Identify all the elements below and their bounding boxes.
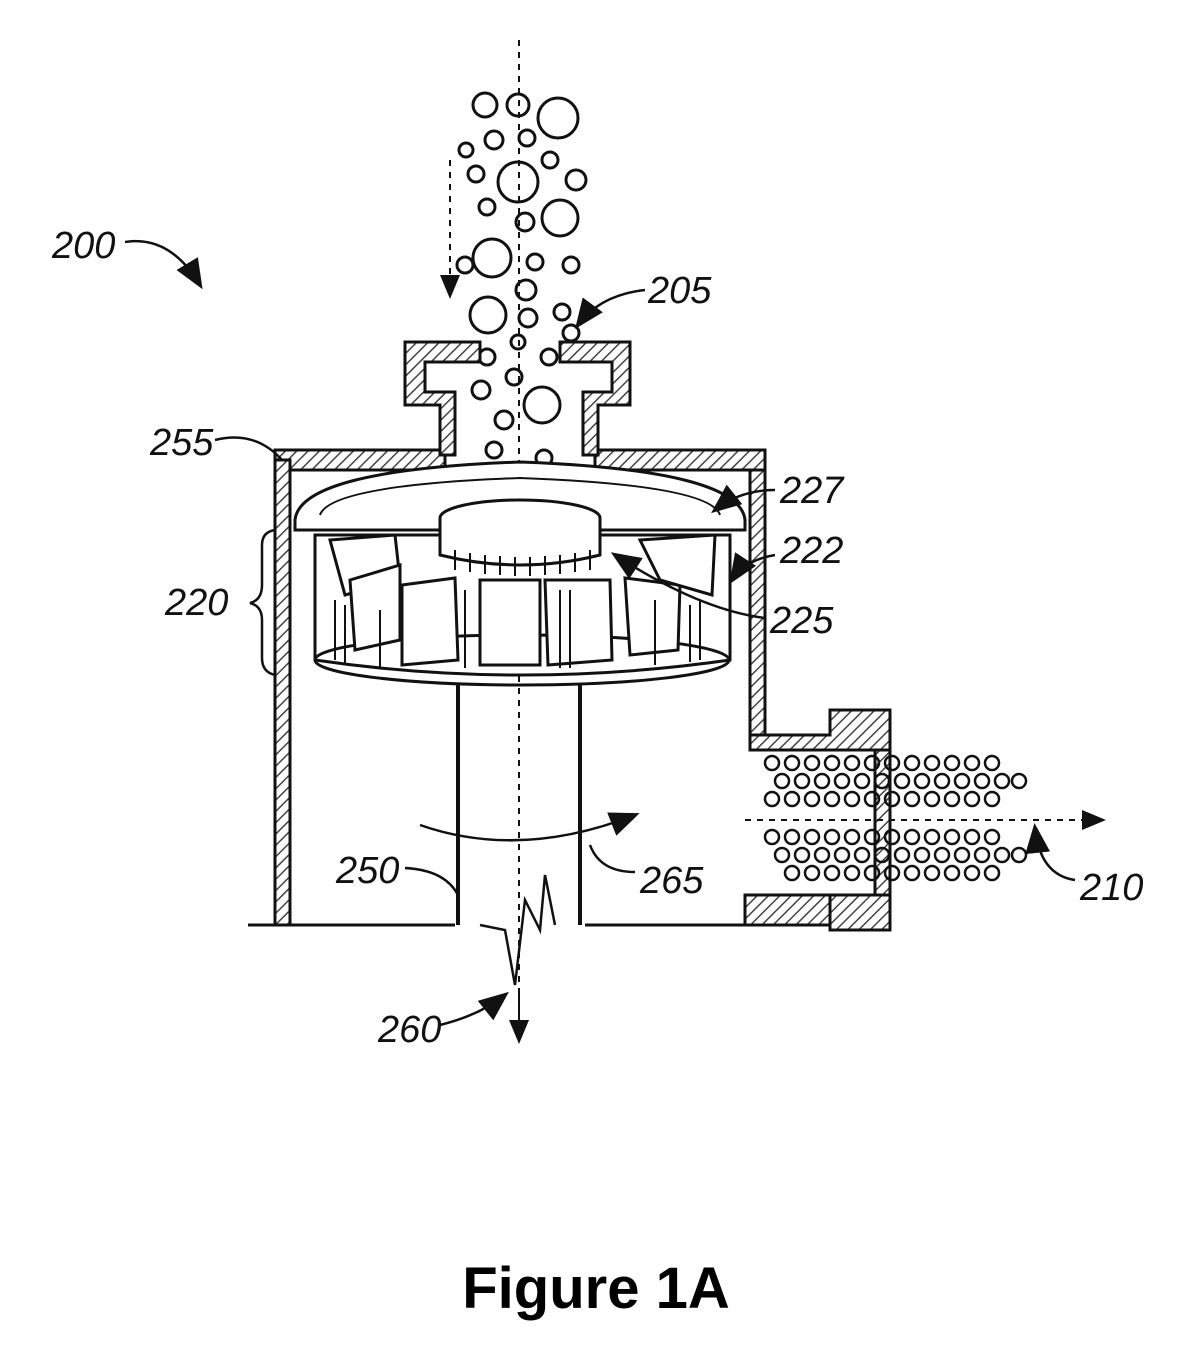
bubble <box>542 152 558 168</box>
rotation-arrow <box>420 815 635 840</box>
label-250: 250 <box>335 850 399 892</box>
bubble <box>486 442 502 458</box>
bubble <box>541 349 557 365</box>
blade <box>625 578 680 655</box>
figure-caption: Figure 1A <box>0 1255 1192 1322</box>
patent-diagram: 200 205 255 227 222 220 225 250 265 210 … <box>0 0 1192 1200</box>
housing-top-right <box>595 450 765 470</box>
bubble <box>519 130 535 146</box>
label-255: 255 <box>149 422 214 464</box>
label-260: 260 <box>377 1009 441 1051</box>
inlet-bubbles <box>457 93 586 466</box>
leader-205 <box>578 290 645 325</box>
inlet-neck-right <box>560 342 630 455</box>
bubble <box>459 143 473 157</box>
bubble-row <box>775 774 1026 788</box>
bubble <box>457 257 473 273</box>
bracket-220 <box>250 530 275 675</box>
label-205: 205 <box>647 270 712 312</box>
label-220: 220 <box>164 582 228 624</box>
bubble <box>473 239 511 277</box>
leader-250 <box>405 868 458 895</box>
blade <box>402 578 458 665</box>
bubble <box>527 254 543 270</box>
bubble-row <box>775 848 1026 862</box>
bubble <box>542 200 578 236</box>
bubble <box>473 93 497 117</box>
bubble <box>470 297 506 333</box>
label-200: 200 <box>51 225 115 267</box>
bubble-row <box>785 866 999 880</box>
bubble <box>485 131 503 149</box>
outlet-bubbles <box>765 756 1026 880</box>
leader-255 <box>215 438 282 461</box>
bubble <box>519 309 537 327</box>
blade <box>350 565 400 650</box>
bubble <box>479 199 495 215</box>
bubble <box>472 381 490 399</box>
blade <box>480 580 540 665</box>
bubble <box>516 280 536 300</box>
leader-260 <box>440 995 505 1025</box>
housing-wall-outlet-lower <box>745 895 830 925</box>
bubble <box>563 257 579 273</box>
housing-wall-right <box>750 470 765 735</box>
drain-zigzag <box>480 875 555 985</box>
inlet-neck-left <box>405 342 480 455</box>
leader-200 <box>125 241 200 285</box>
housing-top-left <box>275 450 445 470</box>
label-210: 210 <box>1079 867 1143 909</box>
leader-265 <box>590 845 635 872</box>
housing-outlet-flange <box>830 895 890 930</box>
bubble <box>538 98 578 138</box>
housing-outlet-side <box>875 750 890 895</box>
label-225: 225 <box>769 600 834 642</box>
bubble <box>524 387 560 423</box>
bubble <box>566 170 586 190</box>
label-265: 265 <box>639 860 704 902</box>
housing-wall-left <box>275 460 290 925</box>
bubble <box>495 411 513 429</box>
housing-step-right <box>750 710 890 750</box>
bubble <box>554 304 570 320</box>
bubble <box>563 325 579 341</box>
label-222: 222 <box>779 530 843 572</box>
leader-210 <box>1035 828 1075 880</box>
bubble <box>468 166 484 182</box>
blade <box>545 580 612 665</box>
label-227: 227 <box>779 470 845 512</box>
